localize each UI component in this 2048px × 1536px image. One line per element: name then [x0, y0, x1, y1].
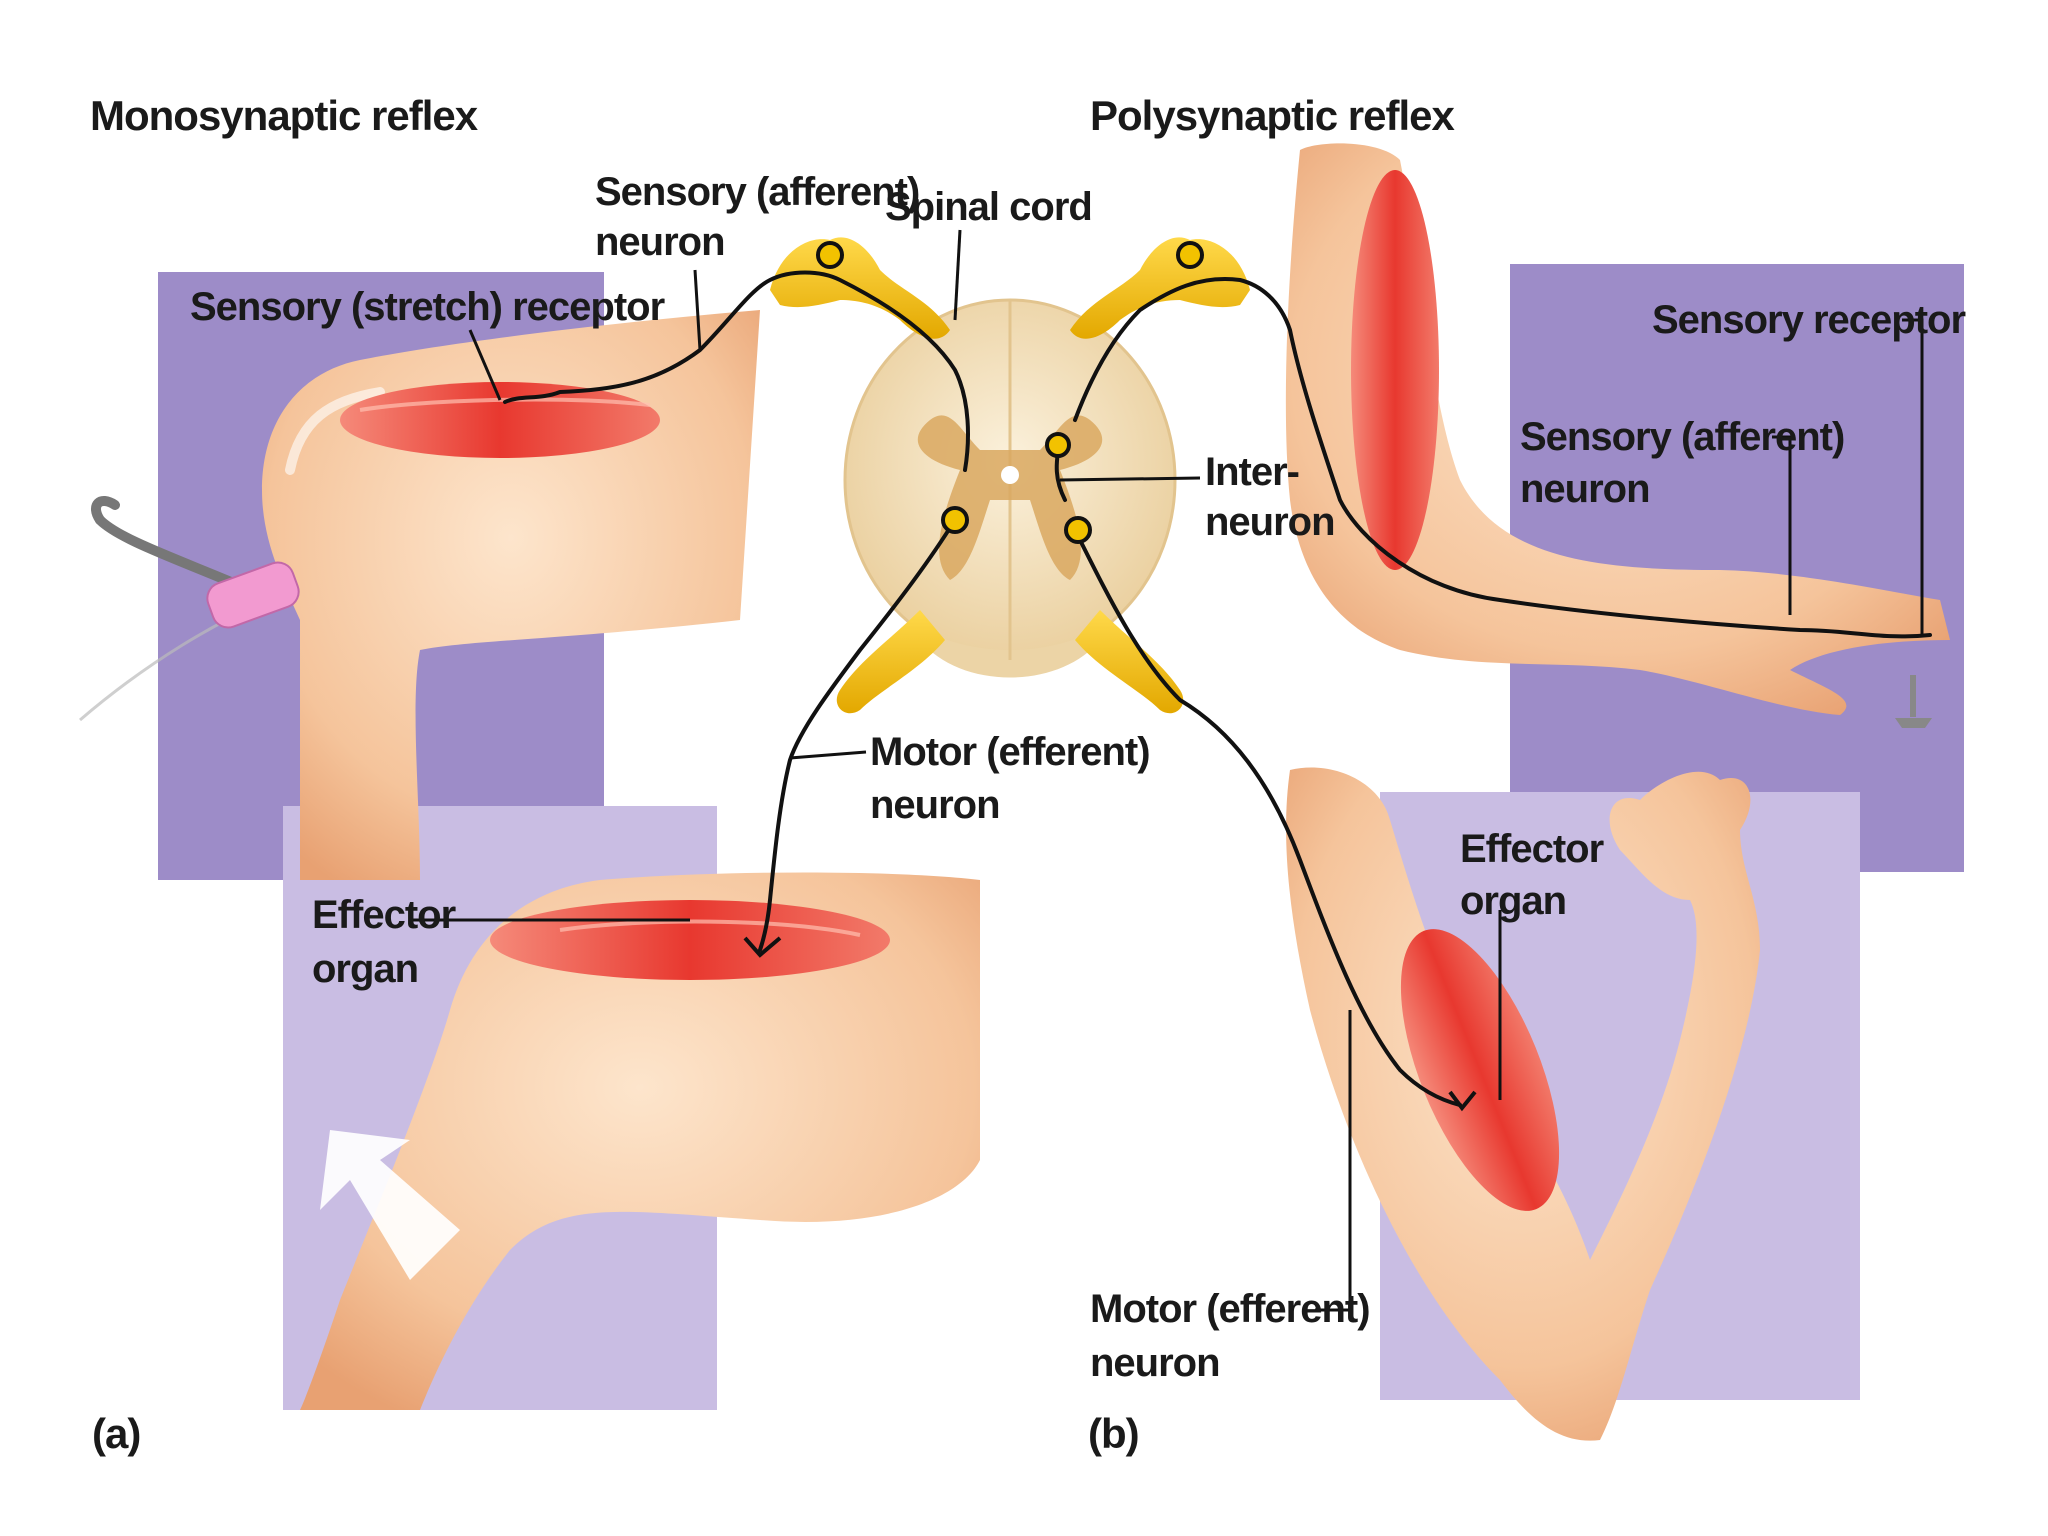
label-sensory-afferent-left-1: Sensory (afferent): [595, 170, 919, 214]
label-sensory-receptor-right: Sensory receptor: [1652, 298, 1965, 342]
leader-motor-left: [789, 750, 867, 760]
right-sensory-cell-body: [1176, 241, 1204, 269]
right-interneuron-cell-body: [1045, 432, 1071, 458]
arm-upper-right: [1285, 143, 1950, 715]
ventral-root-left: [836, 610, 945, 714]
kick-arrow-icon: [320, 1130, 460, 1280]
right-motor-neuron-path: [1078, 538, 1462, 1107]
leader-motor-right: [1315, 1010, 1352, 1312]
label-effector-left-1: Effector: [312, 893, 456, 937]
label-motor-left-1: Motor (efferent): [870, 730, 1150, 774]
leader-sensory-right: [1772, 435, 1792, 615]
left-sensory-cell-body: [816, 241, 844, 269]
reflex-hammer-icon: [79, 496, 300, 722]
label-sensory-afferent-left-2: neuron: [595, 220, 725, 264]
label-effector-right-1: Effector: [1460, 827, 1604, 871]
spinal-cord: [843, 298, 1177, 678]
left-sensory-neuron-path: [503, 270, 970, 472]
leader-sensory-receptor-right: [1902, 318, 1924, 635]
leader-sensory-left: [693, 269, 702, 351]
dorsal-root-ganglion-right: [1070, 237, 1250, 339]
label-motor-left-2: neuron: [870, 783, 1000, 827]
right-motor-cell-body: [1064, 516, 1092, 544]
title-polysynaptic: Polysynaptic reflex: [1090, 92, 1455, 139]
ventral-root-right: [1075, 610, 1184, 714]
label-sensory-afferent-right-2: neuron: [1520, 467, 1650, 511]
leader-stretch-receptor: [468, 329, 502, 401]
panel-tag-a: (a): [92, 1410, 140, 1457]
arm-lower-right: [1286, 767, 1760, 1441]
label-effector-left-2: organ: [312, 947, 418, 991]
panel-tag-b: (b): [1088, 1410, 1139, 1457]
label-stretch-receptor: Sensory (stretch) receptor: [190, 285, 665, 329]
label-sensory-afferent-right-1: Sensory (afferent): [1520, 415, 1844, 459]
leg-upper-left: [262, 310, 760, 880]
label-motor-right-1: Motor (efferent): [1090, 1287, 1370, 1331]
left-motor-ending: [743, 936, 782, 958]
dorsal-root-ganglion-left: [770, 237, 950, 339]
left-motor-neuron-path: [758, 518, 957, 952]
label-spinal-cord: Spinal cord: [885, 185, 1092, 229]
leader-interneuron: [1059, 476, 1201, 482]
right-motor-ending: [1448, 1090, 1477, 1112]
tack-icon: [1895, 675, 1932, 728]
label-effector-right-2: organ: [1460, 879, 1566, 923]
left-motor-cell-body: [941, 506, 969, 534]
label-motor-right-2: neuron: [1090, 1341, 1220, 1385]
label-interneuron-1: Inter-: [1205, 450, 1299, 494]
label-interneuron-2: neuron: [1205, 500, 1335, 544]
right-sensory-neuron-path: [1073, 277, 1932, 639]
leader-spinal-cord: [953, 229, 962, 321]
title-monosynaptic: Monosynaptic reflex: [90, 92, 479, 139]
